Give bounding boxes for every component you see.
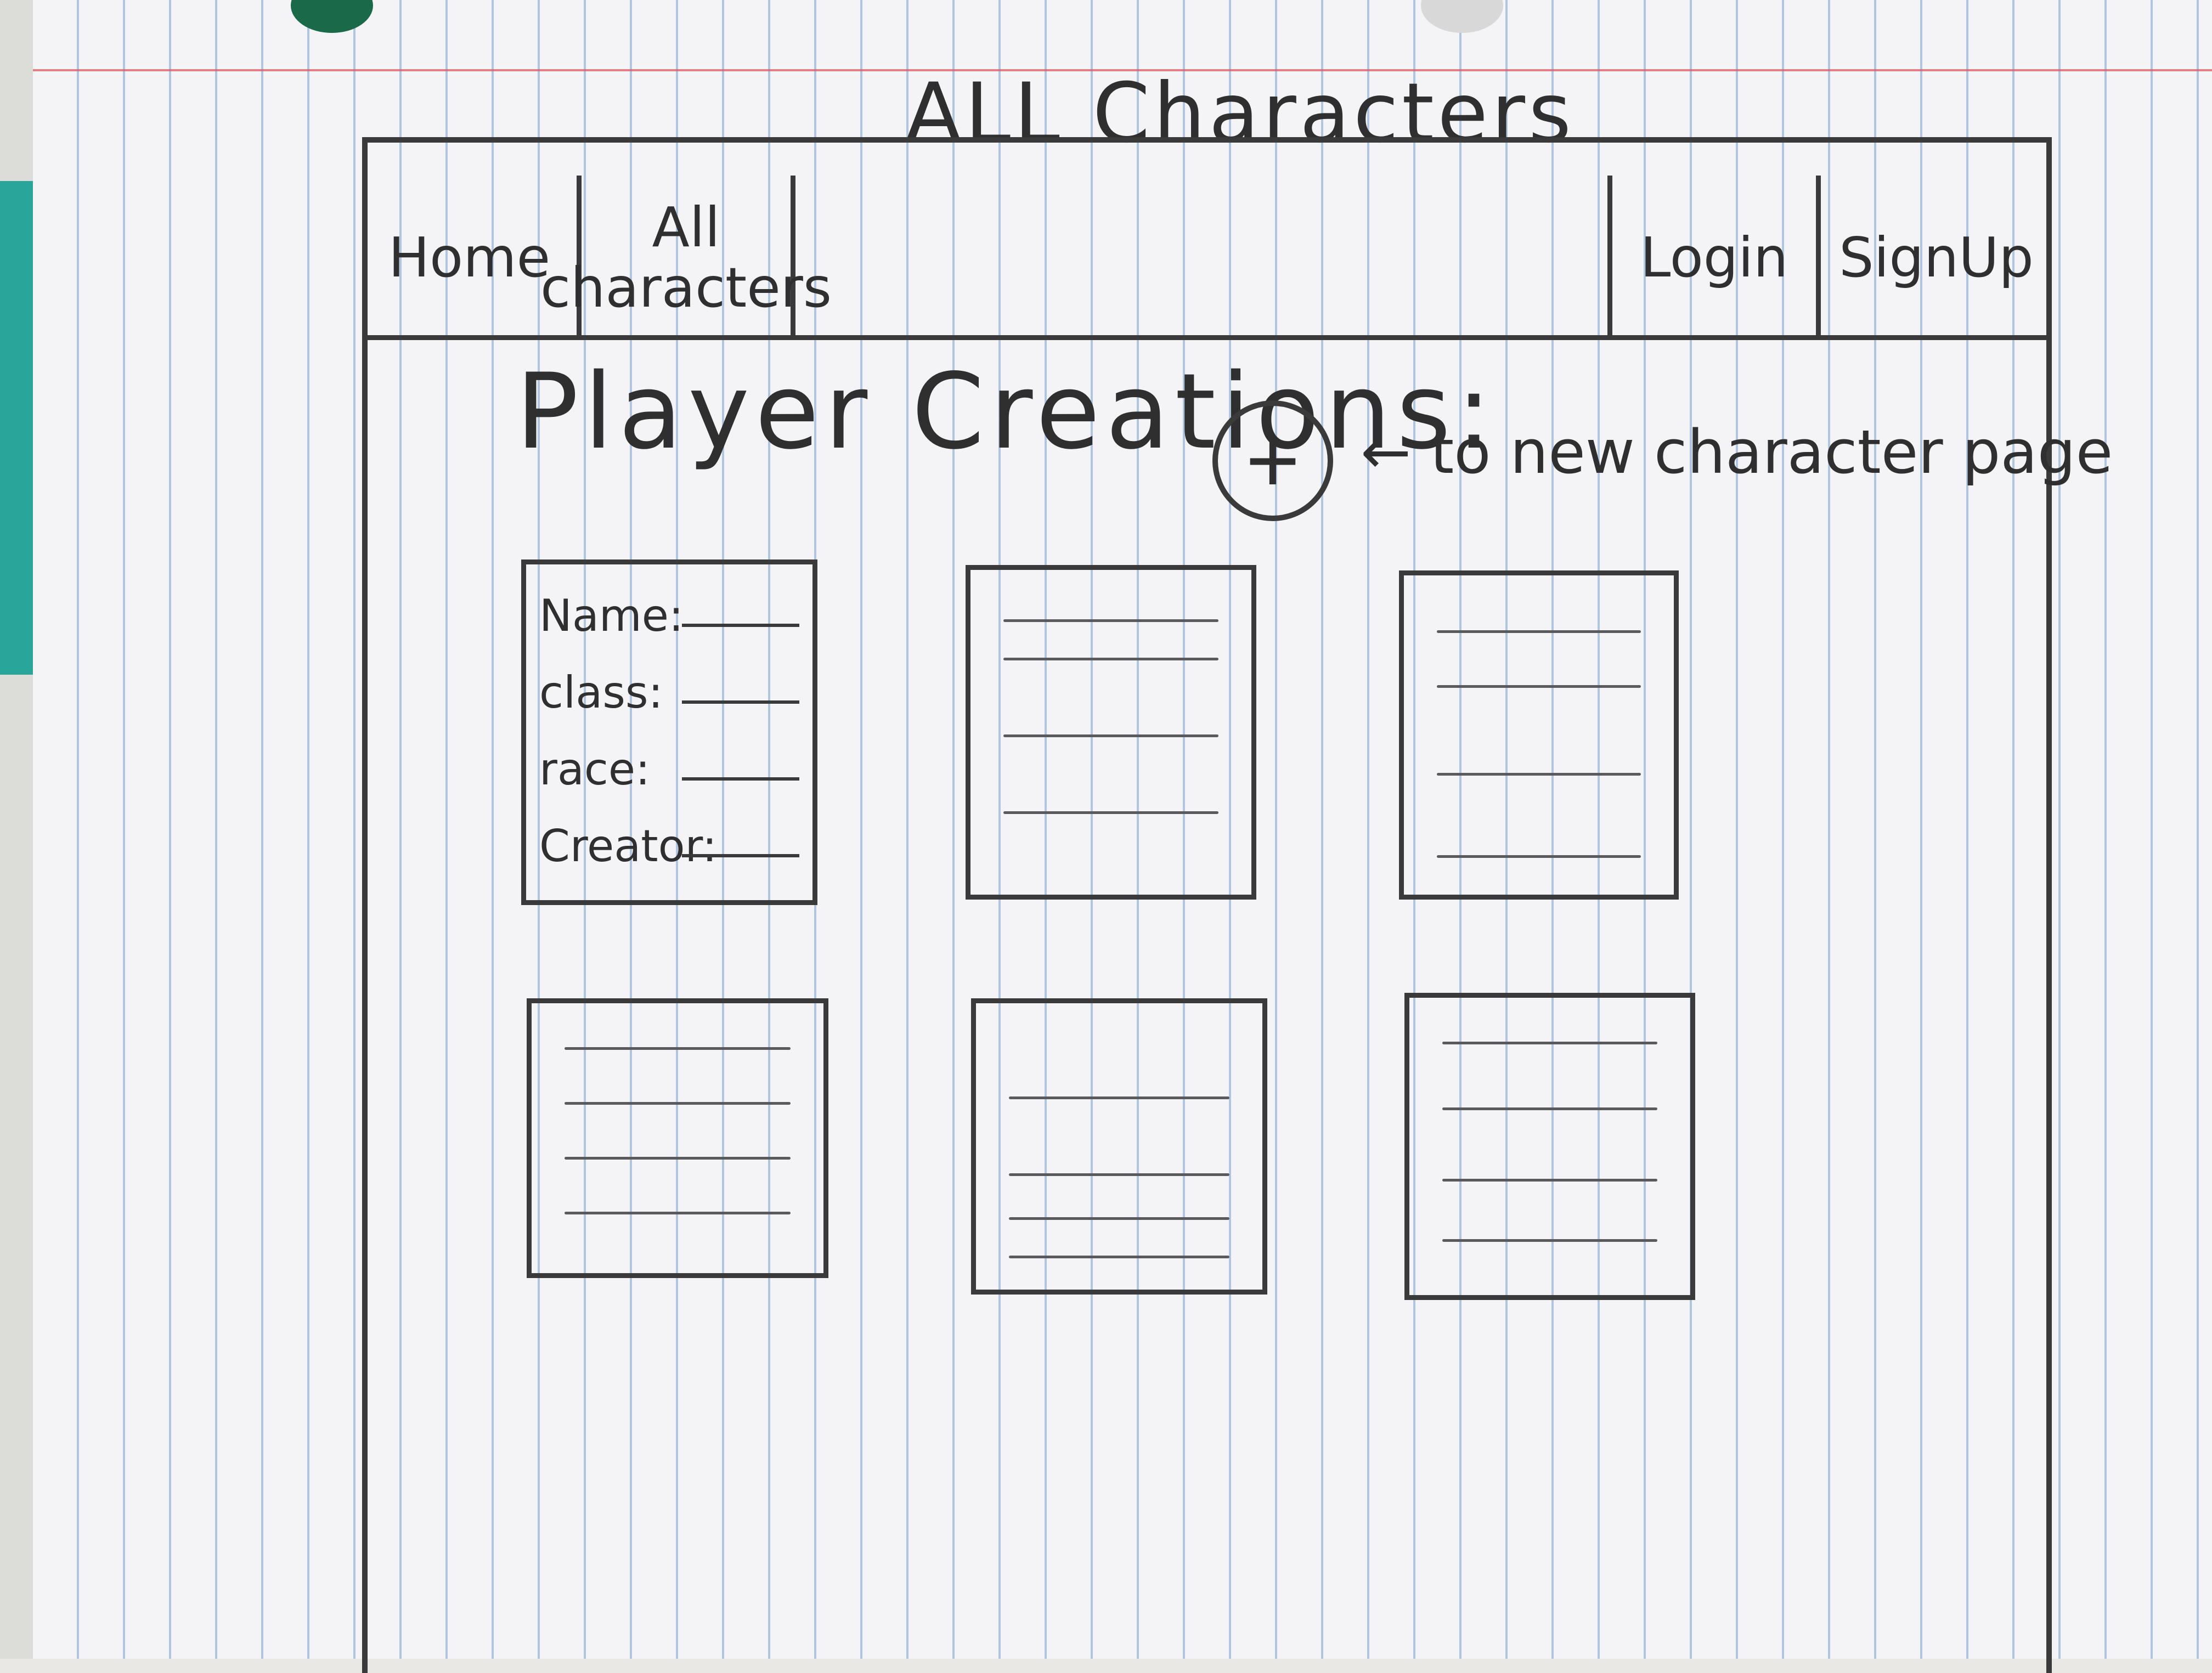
- scribble-line: [1009, 1173, 1229, 1176]
- scribble-line: [1009, 1217, 1229, 1220]
- field-label: race:: [539, 744, 651, 795]
- scribble-line: [565, 1047, 791, 1050]
- scribble-line: [1442, 1107, 1657, 1110]
- card-field-class: class:: [526, 641, 812, 718]
- character-card[interactable]: [1399, 570, 1679, 900]
- character-card[interactable]: [527, 998, 828, 1278]
- navbar: Home All characters Login SignUp: [362, 176, 2052, 340]
- margin-line: [33, 69, 2212, 71]
- scribble-line: [1003, 811, 1218, 814]
- binder-hole: [291, 0, 373, 33]
- scribble-line: [565, 1157, 791, 1160]
- scribble-line: [1003, 658, 1218, 660]
- nav-all-characters[interactable]: All characters: [540, 176, 832, 340]
- character-card[interactable]: [1404, 993, 1695, 1300]
- notebook-sheet: [33, 0, 2212, 1659]
- field-blank: [682, 700, 799, 704]
- character-card[interactable]: Name: class: race: Creator:: [521, 559, 817, 905]
- card-field-name: Name:: [526, 564, 812, 641]
- card-field-creator: Creator:: [526, 795, 812, 872]
- scribble-line: [1442, 1179, 1657, 1182]
- scribble-line: [565, 1212, 791, 1214]
- scribble-line: [1437, 773, 1641, 776]
- field-label: Creator:: [539, 821, 717, 872]
- character-card[interactable]: [971, 998, 1267, 1295]
- nav-home[interactable]: Home: [362, 176, 582, 340]
- binder-hole: [1421, 0, 1503, 33]
- scribble-line: [1442, 1042, 1657, 1044]
- scribble-line: [1003, 734, 1218, 737]
- scribble-line: [1442, 1239, 1657, 1242]
- scribble-line: [1003, 619, 1218, 622]
- scribble-line: [1437, 855, 1641, 858]
- nav-signup[interactable]: SignUp: [1816, 176, 2052, 340]
- field-blank: [682, 777, 799, 781]
- field-blank: [682, 624, 799, 627]
- page-heading: ALL Characters: [905, 66, 1575, 161]
- add-button-note: ← to new character page: [1361, 417, 2113, 487]
- scribble-line: [1009, 1256, 1229, 1258]
- field-label: class:: [539, 667, 663, 718]
- green-folder-tab: [0, 181, 38, 675]
- card-field-race: race:: [526, 718, 812, 795]
- scribble-line: [1437, 630, 1641, 633]
- wireframe-window: [362, 137, 2052, 1673]
- field-blank: [682, 854, 799, 857]
- scribble-line: [1009, 1097, 1229, 1099]
- add-character-button[interactable]: +: [1212, 400, 1333, 521]
- field-label: Name:: [539, 590, 684, 641]
- section-title: Player Creations:: [516, 351, 1497, 472]
- character-card[interactable]: [966, 565, 1256, 900]
- scribble-line: [565, 1102, 791, 1105]
- nav-login[interactable]: Login: [1607, 176, 1816, 340]
- scribble-line: [1437, 685, 1641, 688]
